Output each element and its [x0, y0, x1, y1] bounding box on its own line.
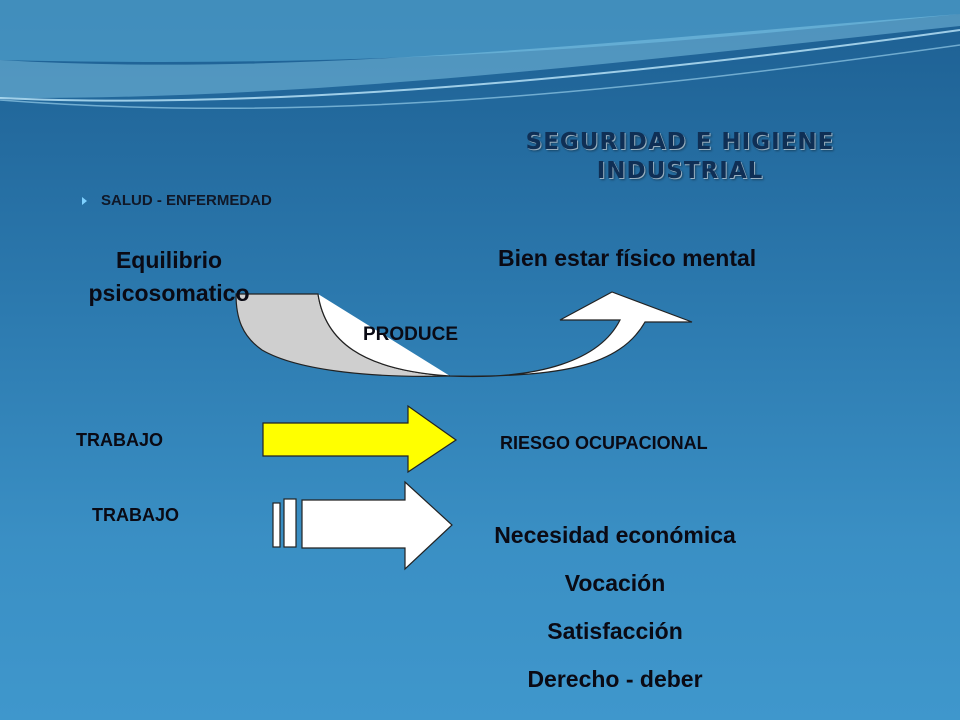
slide-title-line2: INDUSTRIAL	[596, 158, 764, 184]
reason-item: Satisfacción	[547, 618, 683, 644]
bullet-item: SALUD - ENFERMEDAD	[82, 192, 272, 209]
triangle-bullet-icon	[82, 196, 87, 205]
arrow-stripe-1	[272, 502, 281, 548]
slide-title: SEGURIDAD E HIGIENE INDUSTRIAL	[500, 128, 860, 186]
bullet-text: SALUD - ENFERMEDAD	[101, 192, 272, 209]
label-equilibrio: Equilibrio psicosomatico	[40, 244, 298, 310]
label-trabajo-2: TRABAJO	[92, 505, 180, 525]
curved-arrow-shaft	[317, 291, 693, 378]
arrow-stripe-2	[283, 498, 297, 548]
reason-item: Vocación	[564, 570, 666, 596]
arrow-body	[301, 480, 453, 571]
label-trabajo-1: TRABAJO	[76, 430, 164, 450]
reason-item: Necesidad económica	[494, 522, 736, 548]
reason-item: Derecho - deber	[527, 666, 703, 692]
reasons-list: Necesidad económica Vocación Satisfacció…	[470, 518, 760, 710]
label-bien-estar: Bien estar físico mental	[498, 245, 757, 271]
label-equilibrio-line1: Equilibrio	[115, 247, 223, 273]
label-produce: PRODUCE	[363, 324, 459, 345]
label-riesgo-ocupacional: RIESGO OCUPACIONAL	[500, 433, 708, 453]
slide-title-line1: SEGURIDAD E HIGIENE	[525, 129, 835, 155]
label-equilibrio-line2: psicosomatico	[88, 280, 250, 306]
